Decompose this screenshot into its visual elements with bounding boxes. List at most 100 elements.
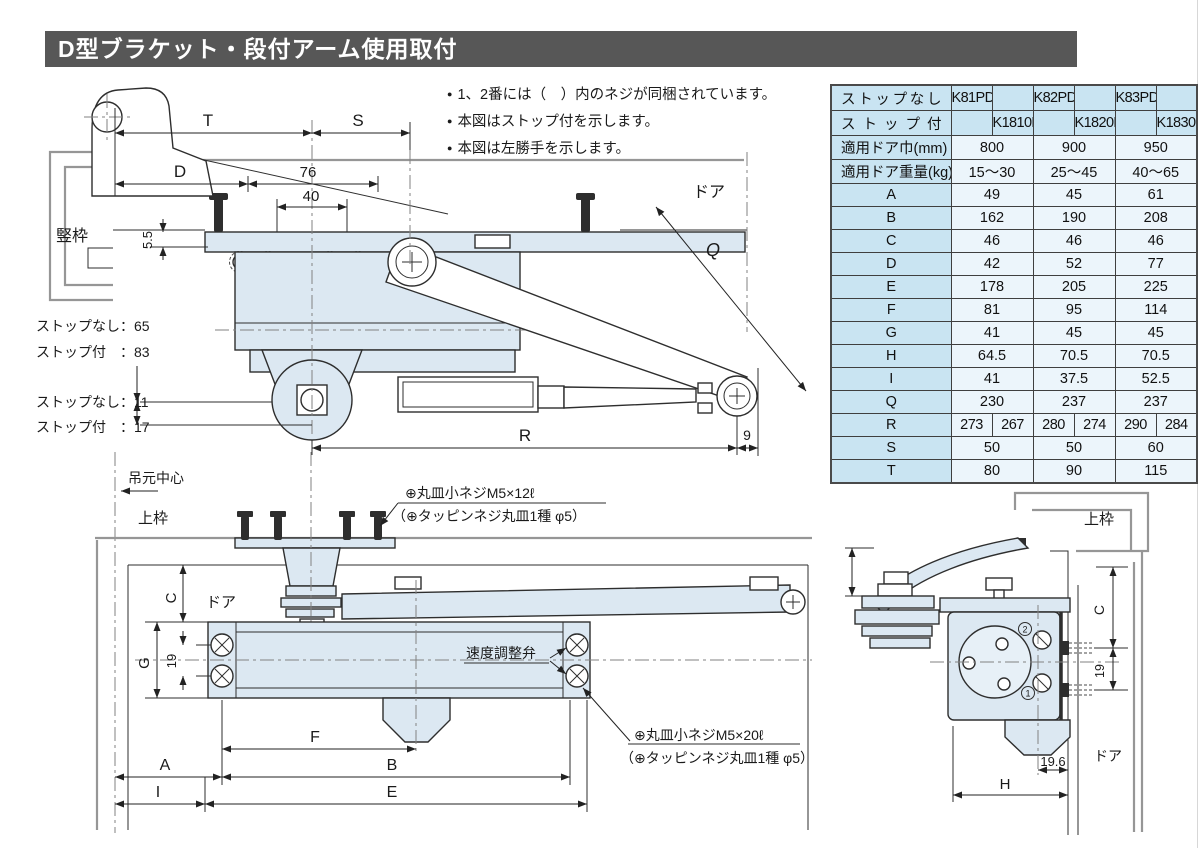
note-text: 1、2番には（ ）内のネジが同梱されています。	[457, 87, 777, 103]
value-cell: 230	[950, 390, 1034, 414]
door-label: ドア	[1094, 748, 1122, 764]
front-view-drawing: 吊元中心 上枠 ドア	[95, 452, 814, 833]
value-cell: 178	[950, 275, 1034, 299]
dimension-lines-side	[845, 547, 1128, 802]
value-cell: 50	[1032, 436, 1116, 460]
screw-note-bottom-line2: （⊕タッピンネジ丸皿1種 φ5）	[620, 750, 814, 766]
bracket-arm-side	[854, 537, 1030, 649]
dim-label-31: 31	[845, 566, 847, 582]
note-item: ●1、2番には（ ）内のネジが同梱されています。	[447, 81, 776, 108]
mounting-bracket	[234, 452, 396, 630]
value-cell: 800	[950, 135, 1034, 160]
row-label: H	[830, 344, 952, 368]
value-cell: 15〜30	[950, 159, 1034, 184]
dim-label-F: F	[310, 729, 320, 746]
value-cell: 280	[1032, 413, 1075, 437]
valve-label-leaders	[464, 647, 567, 675]
value-cell: 49	[950, 183, 1034, 207]
dim-label-C: C	[163, 592, 180, 603]
value-cell: 42	[950, 252, 1034, 276]
value-cell: 225	[1114, 275, 1198, 299]
dim-label-19: 19	[1093, 664, 1107, 678]
closer-body-front	[135, 580, 812, 755]
note-text: 本図はストップ付を示します。	[457, 114, 659, 130]
screw-note-bottom-line1: ⊕丸皿小ネジM5×20ℓ	[634, 727, 764, 743]
screw-note-top	[379, 502, 606, 527]
main-arm	[341, 576, 806, 620]
top-frame-label: 上枠	[138, 510, 168, 527]
note-item: ● 本図はストップ付を示します。	[447, 108, 776, 135]
top-bracket	[84, 87, 214, 197]
model-cell: K81PD	[950, 84, 993, 111]
table-row-door-weight: 適用ドア重量(kg) 15〜30 25〜45 40〜65	[830, 159, 1198, 184]
dim-label-R: R	[519, 426, 531, 445]
valve-number-2: 2	[1022, 625, 1027, 635]
frame-label: 竪枠	[56, 227, 88, 245]
note-item: ●本図は左勝手を示します。	[447, 135, 776, 162]
row-label: I	[830, 367, 952, 391]
model-cell: K82PD	[1032, 84, 1075, 111]
value-cell: 90	[1032, 459, 1116, 484]
value-cell: 274	[1073, 413, 1116, 437]
value-cell: 237	[1114, 390, 1198, 414]
value-cell: 45	[1032, 183, 1116, 207]
model-cell: K83PD	[1114, 84, 1157, 111]
row-label: ストップ付	[830, 110, 952, 136]
value-cell: 41	[950, 367, 1034, 391]
value-cell: 46	[1114, 229, 1198, 253]
valve-number-1: 1	[1025, 689, 1030, 699]
screw-note-bottom	[582, 687, 800, 745]
value-cell: 290	[1114, 413, 1157, 437]
dim-label-D: D	[174, 162, 186, 181]
row-label: 適用ドア巾(mm)	[830, 135, 952, 160]
model-cell-empty	[1073, 84, 1116, 111]
dim-label-5-5: 5.5	[140, 231, 155, 249]
value-cell: 95	[1032, 298, 1116, 322]
dim-label-T: T	[203, 111, 213, 130]
row-label: A	[830, 183, 952, 207]
value-cell: 52.5	[1114, 367, 1198, 391]
model-cell-empty	[1032, 110, 1075, 136]
value-cell: 45	[1032, 321, 1116, 345]
bullet-icon: ●	[447, 116, 453, 126]
door-label: ドア	[206, 594, 236, 611]
value-cell: 900	[1032, 135, 1116, 160]
model-cell-empty	[950, 110, 993, 136]
dimension-lines-front	[115, 565, 588, 812]
table-row-models-stop: ストップ付 K1810PD K1820PD K1830PD	[830, 110, 1198, 136]
row-label: Q	[830, 390, 952, 414]
value-cell: 50	[950, 436, 1034, 460]
value-cell: 40〜65	[1114, 159, 1198, 184]
model-cell-empty	[991, 84, 1034, 111]
spec-table: ストップなし K81PD K82PD K83PD ストップ付 K1810PD K…	[830, 84, 1198, 484]
value-cell: 61	[1114, 183, 1198, 207]
dim-label-9: 9	[743, 427, 751, 443]
value-cell: 41	[950, 321, 1034, 345]
dim-label-Q: Q	[706, 240, 720, 260]
stop-with-83-label: ストップ付 ：83	[36, 344, 150, 360]
value-cell: 60	[1114, 436, 1198, 460]
row-label: ストップなし	[830, 84, 952, 111]
value-cell: 25〜45	[1032, 159, 1116, 184]
dim-label-E: E	[387, 784, 398, 801]
dim-label-19-6: 19.6	[1040, 754, 1065, 769]
notes-list: ●1、2番には（ ）内のネジが同梱されています。 ● 本図はストップ付を示します。…	[447, 81, 776, 162]
vertical-frame-section	[48, 150, 744, 302]
value-cell: 45	[1114, 321, 1198, 345]
stop-none-65-label: ストップなし：65	[36, 318, 150, 334]
dim-label-40: 40	[303, 188, 320, 205]
value-cell: 115	[1114, 459, 1198, 484]
dim-label-S: S	[352, 111, 363, 130]
value-cell: 80	[950, 459, 1034, 484]
table-row-models-no-stop: ストップなし K81PD K82PD K83PD	[830, 84, 1198, 111]
stop-with-17-label: ストップ付 ：17	[36, 419, 150, 435]
frame-and-door	[95, 452, 812, 833]
value-cell: 46	[950, 229, 1034, 253]
